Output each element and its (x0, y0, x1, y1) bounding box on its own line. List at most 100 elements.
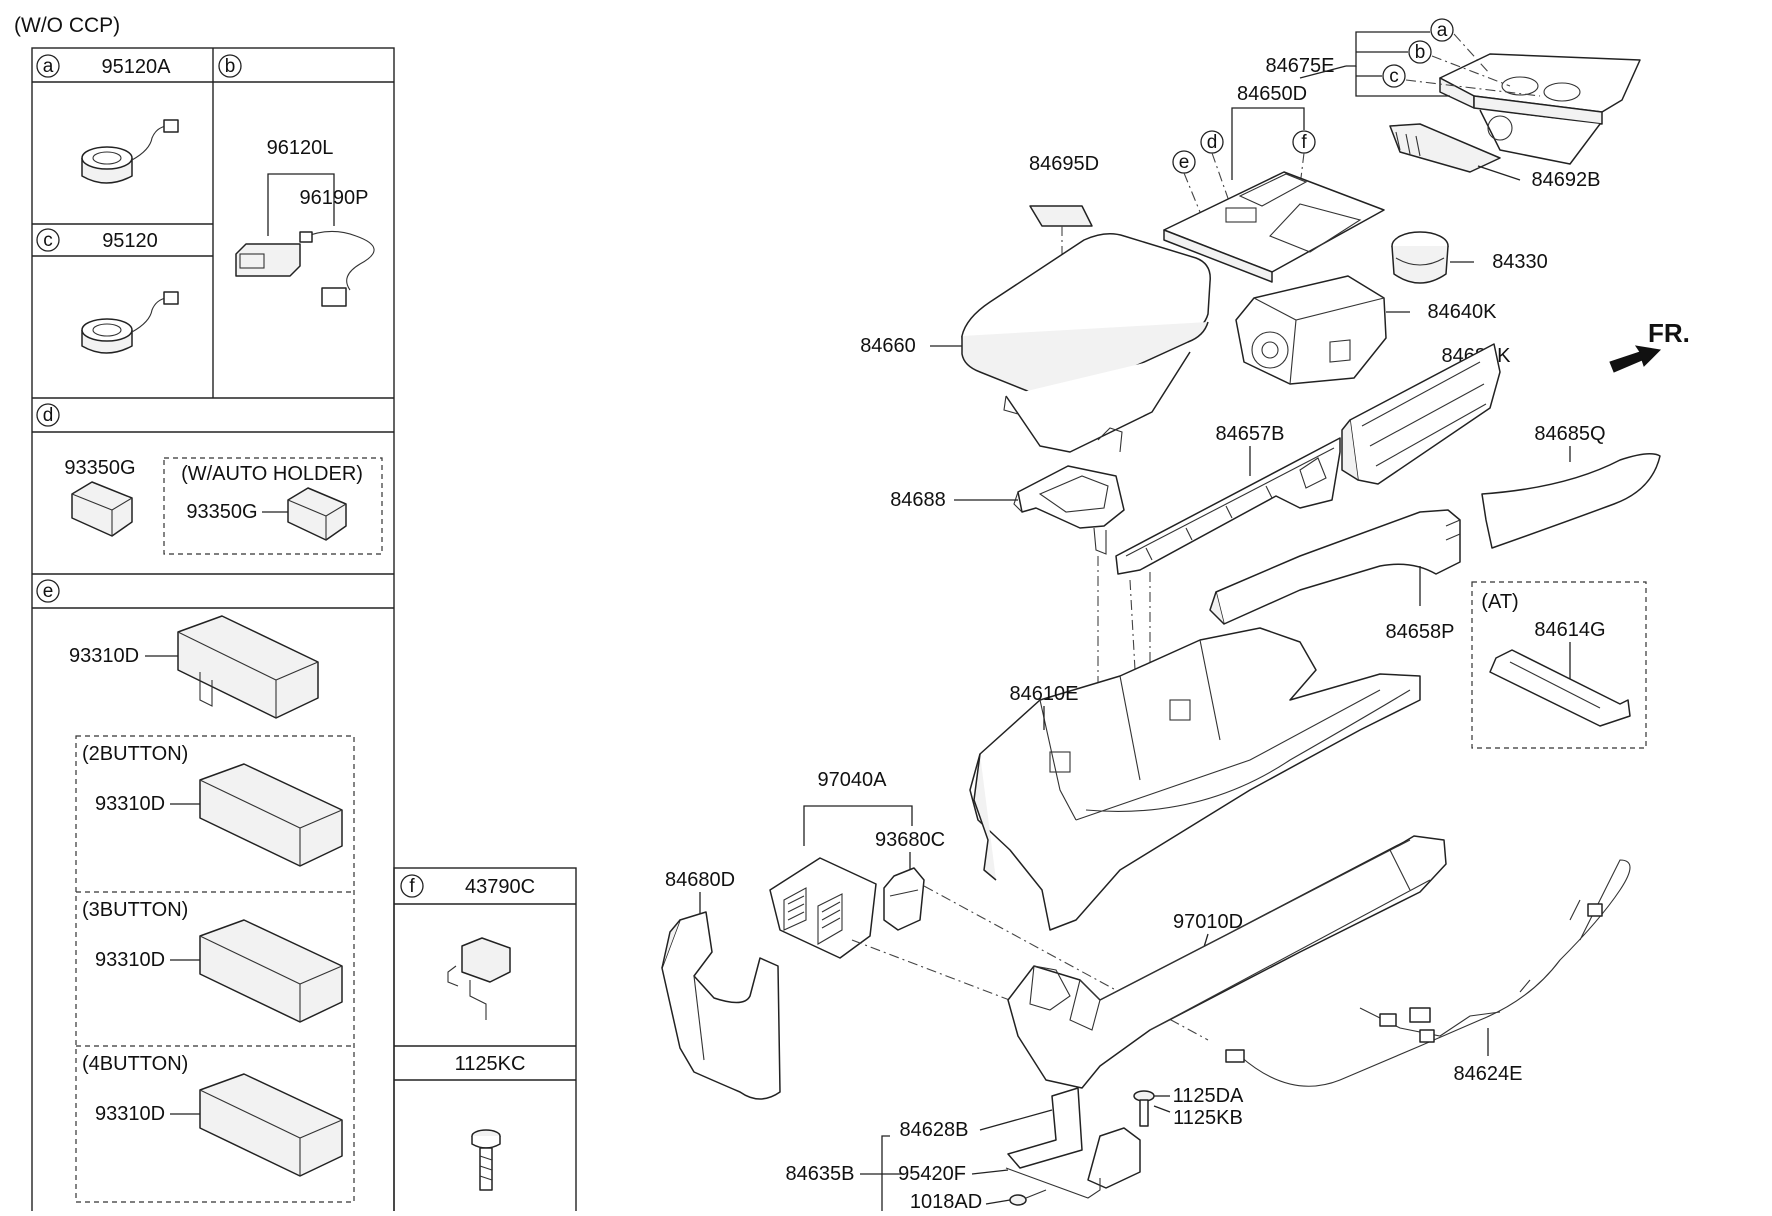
part-95120A-label: 95120A (102, 56, 172, 78)
legend-c-header: c 95120 (36, 228, 158, 252)
front-direction-indicator: FR. (1609, 318, 1690, 373)
callout-84624E: 84624E (1454, 1063, 1523, 1085)
button-variants-box (75, 735, 355, 1203)
trim-84685Q-drawing (1481, 453, 1661, 549)
mat-84692B-drawing (1389, 123, 1501, 173)
svg-text:a: a (43, 56, 54, 77)
rear-vent-97040A-drawing (769, 857, 877, 959)
switch-93350G-auto-drawing (287, 487, 347, 541)
auto-holder-title: (W/AUTO HOLDER) (181, 463, 363, 485)
callout-84657B: 84657B (1216, 423, 1285, 445)
rear-cover-84680D-drawing (661, 911, 781, 1100)
callout-1018AD: 1018AD (910, 1191, 982, 1211)
console-body-84610E-drawing (969, 627, 1421, 931)
usb-module-96120L-drawing: 96120L 96190P (235, 137, 375, 307)
armrest-84660-drawing (961, 233, 1211, 453)
harness-84624E-drawing (1225, 859, 1631, 1087)
switch-93350G-drawing (71, 481, 133, 537)
side-trim-84658P-drawing (1209, 509, 1461, 625)
marker-e: e (1172, 150, 1196, 174)
callout-84635B: 84635B (786, 1163, 855, 1185)
switch-93310D-drawing (177, 615, 319, 719)
side-panel-84680K-drawing (1341, 343, 1501, 485)
svg-text:c: c (1389, 66, 1399, 87)
callout-84614G: 84614G (1534, 619, 1605, 641)
callout-84660: 84660 (860, 335, 916, 357)
upper-tray-drawing (1439, 53, 1641, 165)
part-93310D-label: 93310D (69, 645, 139, 667)
callout-97010D: 97010D (1173, 911, 1243, 933)
bolt-1125DA-drawing (1133, 1090, 1155, 1127)
callout-93680C: 93680C (875, 829, 945, 851)
marker-d: d (1200, 130, 1224, 154)
legend-a-header: a 95120A (36, 54, 172, 78)
part-93350G-label: 93350G (64, 457, 135, 479)
callout-84330: 84330 (1492, 251, 1548, 273)
callout-1125KB: 1125KB (1173, 1107, 1243, 1129)
marker-f: f (1292, 130, 1316, 154)
callout-84658P: 84658P (1386, 621, 1455, 643)
legend-e-header: e (36, 579, 60, 603)
callout-84675E: 84675E (1266, 55, 1335, 77)
part-96120L-label: 96120L (267, 137, 334, 159)
callout-84692B: 84692B (1532, 169, 1601, 191)
svg-text:d: d (43, 405, 54, 426)
callout-84650D: 84650D (1237, 83, 1307, 105)
svg-text:f: f (1301, 132, 1307, 153)
part-43790C-label: 43790C (465, 876, 535, 898)
variant-2button-title: (2BUTTON) (82, 743, 188, 765)
part-95120-label: 95120 (102, 230, 158, 252)
rail-84657B-drawing (1115, 437, 1341, 575)
bracket-43790C-drawing (447, 937, 511, 1020)
bracket-84688-drawing (1013, 465, 1125, 555)
variant-4button-part-label: 93310D (95, 1103, 165, 1125)
callout-84610E: 84610E (1010, 683, 1079, 705)
switch-3button-drawing (199, 919, 343, 1023)
switch-2button-drawing (199, 763, 343, 867)
callout-97040A: 97040A (818, 769, 888, 791)
callout-84640K: 84640K (1428, 301, 1498, 323)
vent-actuator-93680C-drawing (883, 867, 925, 931)
callout-84628B: 84628B (900, 1119, 969, 1141)
callout-84685Q: 84685Q (1534, 423, 1605, 445)
marker-a: a (1430, 18, 1454, 42)
socket-95120-drawing (81, 291, 179, 354)
variant-3button-title: (3BUTTON) (82, 899, 188, 921)
bracket-84628B-drawing (1005, 1087, 1141, 1199)
svg-text:d: d (1207, 132, 1218, 153)
shifter-bracket-84614G-drawing (1489, 649, 1631, 727)
pad-84695D-drawing (1029, 205, 1093, 227)
callout-1125DA: 1125DA (1173, 1085, 1244, 1107)
marker-b: b (1408, 40, 1432, 64)
at-variant-box (1471, 581, 1647, 749)
shift-cover-84650D-drawing (1163, 171, 1385, 283)
svg-text:b: b (225, 56, 236, 77)
at-variant-title: (AT) (1481, 591, 1518, 613)
legend-b-header: b (218, 54, 242, 78)
legend-extension-frame (393, 867, 577, 1216)
part-93350G-variant-label: 93350G (186, 501, 257, 523)
svg-text:e: e (43, 581, 54, 602)
legend-f-header: f 43790C (400, 874, 535, 898)
callout-84695D: 84695D (1029, 153, 1099, 175)
knob-84330-drawing (1391, 231, 1449, 284)
svg-text:e: e (1179, 152, 1190, 173)
svg-text:b: b (1415, 42, 1426, 63)
svg-text:f: f (409, 876, 415, 897)
bolt-1125KC-drawing (471, 1129, 501, 1191)
switch-4button-drawing (199, 1073, 343, 1177)
callout-84680D: 84680D (665, 869, 735, 891)
auto-holder-variant-box (163, 457, 383, 555)
header-note: (W/O CCP) (14, 14, 120, 37)
legend-d-header: d (36, 403, 60, 427)
svg-text:c: c (43, 230, 53, 251)
svg-text:a: a (1437, 20, 1448, 41)
socket-95120A-drawing (81, 119, 179, 184)
variant-3button-part-label: 93310D (95, 949, 165, 971)
marker-c: c (1382, 64, 1406, 88)
cupholder-84640K-drawing (1235, 275, 1387, 385)
screw-1018AD-drawing (1009, 1189, 1047, 1206)
variant-2button-part-label: 93310D (95, 793, 165, 815)
